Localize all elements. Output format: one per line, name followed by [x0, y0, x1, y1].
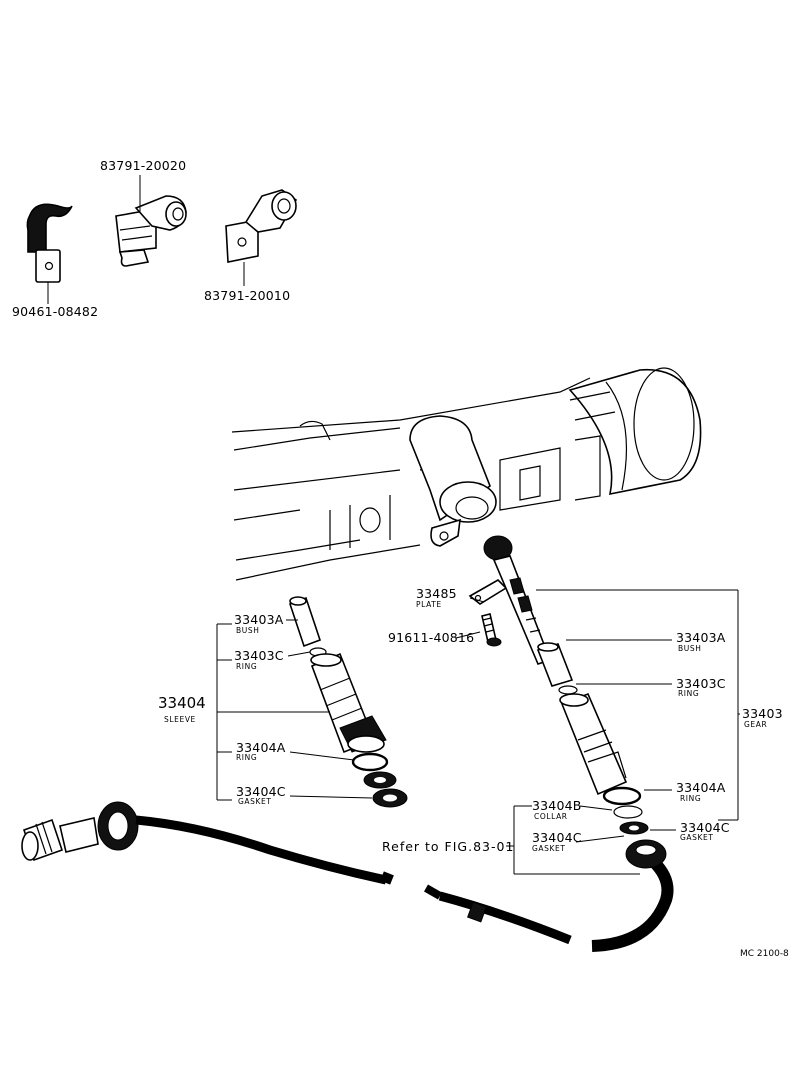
bracket-83791-20020-drawing [115, 175, 187, 267]
label-collar-name: COLLAR [534, 812, 568, 821]
label-right-bush-number: 33403A [676, 630, 726, 645]
label-right-gasket-number: 33404C [680, 820, 730, 835]
label-left-bush-name: BUSH [236, 626, 259, 635]
label-83791-20010: 83791-20010 [204, 288, 290, 303]
right-callouts [455, 589, 740, 875]
label-gear-number: 33403 [742, 706, 783, 721]
transmission-housing-drawing [231, 367, 702, 581]
label-bolt-number: 91611-40816 [388, 630, 474, 645]
label-left-ring-a-number: 33404A [236, 740, 286, 755]
label-right-ring-c-number: 33403C [676, 676, 726, 691]
label-left-bush-number: 33403A [234, 612, 284, 627]
label-collar-number: 33404B [532, 798, 582, 813]
label-sleeve-number: 33404 [158, 694, 206, 712]
label-left-ring-c-name: RING [236, 662, 257, 671]
label-90461-08482: 90461-08482 [12, 304, 98, 319]
label-cable-gasket-number: 33404C [532, 830, 582, 845]
clip-90461-drawing [26, 203, 73, 304]
right-gear-parts [468, 535, 649, 835]
label-right-ring-a-number: 33404A [676, 780, 726, 795]
label-gear-name: GEAR [744, 720, 767, 729]
label-left-ring-a-name: RING [236, 753, 257, 762]
refer-to-fig-note: Refer to FIG.83-01 [382, 839, 514, 854]
label-cable-gasket-name: GASKET [532, 844, 566, 853]
label-right-gasket-name: GASKET [680, 833, 714, 842]
label-83791-20020: 83791-20020 [100, 158, 186, 173]
label-right-bush-name: BUSH [678, 644, 701, 653]
speedometer-cable-drawing [21, 801, 674, 952]
diagram-code: MC 2100-8 [740, 949, 789, 959]
left-callouts [216, 619, 373, 801]
bracket-83791-20010-drawing [225, 189, 298, 286]
label-sleeve-name: SLEEVE [164, 715, 196, 724]
label-right-ring-c-name: RING [678, 689, 699, 698]
left-sleeve-parts [288, 596, 408, 808]
label-plate-name: PLATE [416, 600, 442, 609]
label-left-ring-c-number: 33403C [234, 648, 284, 663]
label-plate-number: 33485 [416, 586, 457, 601]
label-left-gasket-number: 33404C [236, 784, 286, 799]
label-right-ring-a-name: RING [680, 794, 701, 803]
label-left-gasket-name: GASKET [238, 797, 272, 806]
